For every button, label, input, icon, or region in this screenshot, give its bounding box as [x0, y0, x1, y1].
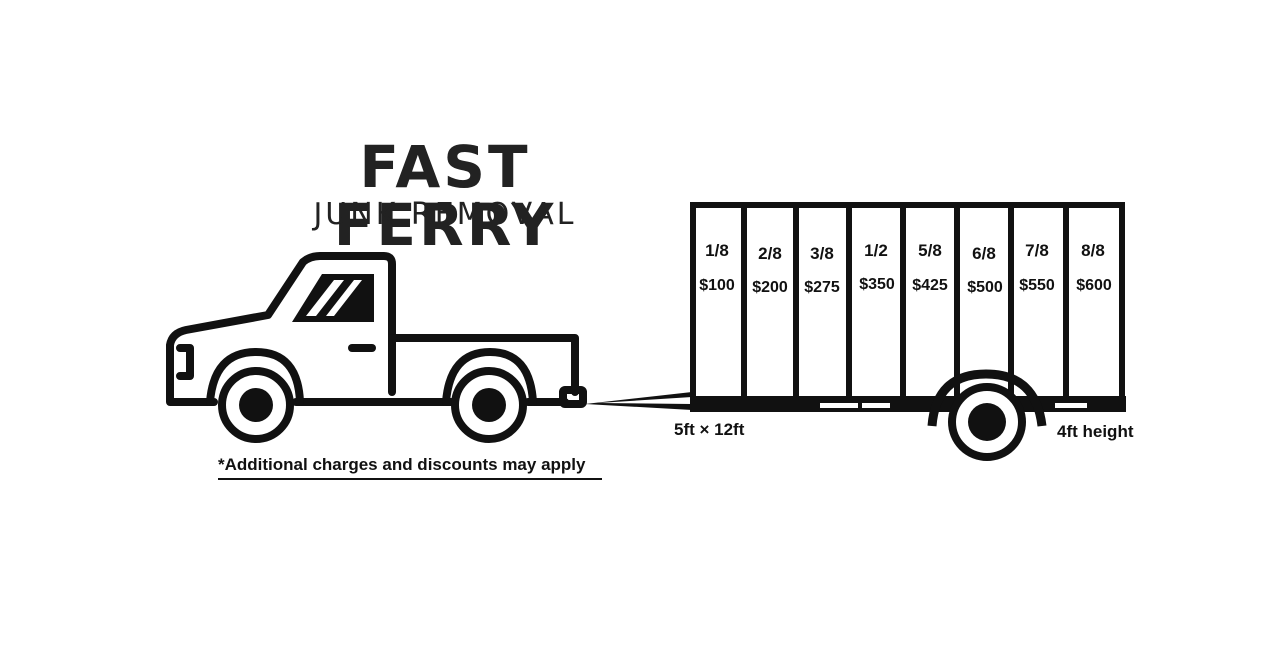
- section-price: $600: [1076, 277, 1112, 294]
- footnote-underline: [218, 478, 602, 480]
- section-price: $425: [912, 277, 948, 294]
- section-fraction: 6/8: [972, 244, 996, 263]
- section-price: $275: [804, 279, 840, 296]
- trailer-dimensions: 5ft × 12ft: [674, 420, 745, 439]
- brand-title: FAST FERRY: [333, 133, 557, 259]
- footnote: *Additional charges and discounts may ap…: [218, 455, 586, 474]
- trailer-dividers: [741, 205, 1069, 398]
- section-fraction: 7/8: [1025, 241, 1049, 260]
- trailer-icon: [690, 202, 1126, 427]
- truck-wheel-rear: [451, 367, 527, 443]
- trailer-hitch: [585, 392, 692, 410]
- trailer-wheel: [948, 383, 1026, 461]
- section-fraction: 3/8: [810, 244, 834, 263]
- section-fraction: 8/8: [1081, 241, 1105, 260]
- brand-subtitle: JUNK REMOVAL: [313, 197, 577, 232]
- section-price: $100: [699, 277, 735, 294]
- pickup-truck-icon: [166, 252, 587, 408]
- trailer-height: 4ft height: [1057, 422, 1134, 441]
- section-price: $550: [1019, 277, 1055, 294]
- truck-wheel-front: [218, 367, 294, 443]
- section-price: $200: [752, 279, 788, 296]
- section-fraction: 2/8: [758, 244, 782, 263]
- truck-window-icon: [292, 274, 374, 322]
- section-fraction: 1/8: [705, 241, 729, 260]
- section-fraction: 1/2: [864, 241, 888, 260]
- section-fraction: 5/8: [918, 241, 942, 260]
- section-price: $500: [967, 279, 1003, 296]
- section-price: $350: [859, 276, 895, 293]
